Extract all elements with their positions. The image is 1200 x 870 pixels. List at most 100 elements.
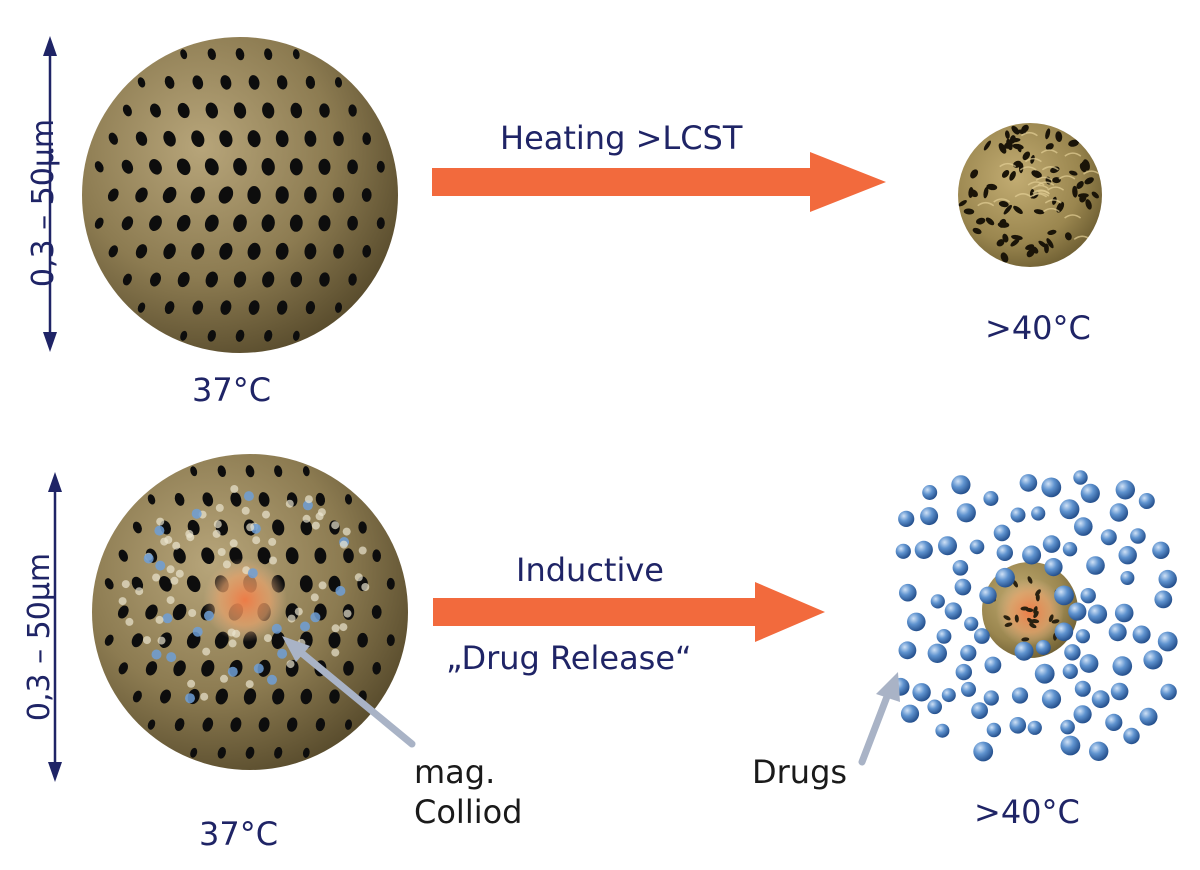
drug-particle	[151, 649, 162, 660]
drug-particle	[1031, 506, 1046, 521]
pore	[248, 300, 260, 315]
pore	[287, 717, 298, 732]
drug-particle	[1108, 623, 1127, 642]
drug-particle	[1080, 588, 1096, 604]
pore	[1045, 143, 1054, 151]
drug-particle	[1027, 720, 1042, 735]
temp-label-bottom-left: 37°C	[199, 815, 279, 853]
drug-particle	[930, 594, 945, 609]
pore	[275, 130, 289, 148]
colloid-particle	[118, 597, 127, 606]
pore	[163, 130, 176, 147]
pore	[230, 717, 242, 732]
pore	[983, 140, 992, 151]
temp-label-bottom-right: >40°C	[974, 793, 1080, 831]
drug-particle	[936, 629, 952, 644]
drug-particle	[1062, 542, 1078, 557]
pore	[164, 301, 175, 315]
surface-wrinkle	[993, 198, 1011, 203]
pore	[358, 521, 367, 534]
drug-particle	[1105, 713, 1123, 732]
pore	[215, 688, 228, 705]
pore	[207, 48, 216, 60]
pore	[328, 632, 341, 649]
pore	[343, 548, 354, 564]
pore	[121, 159, 134, 174]
drug-particle	[986, 722, 1002, 738]
pore	[217, 465, 226, 477]
pore	[190, 186, 205, 204]
colloid-particle	[170, 576, 179, 585]
colloid-particle	[200, 692, 209, 701]
surface-wrinkle	[1033, 190, 1051, 195]
surface-wrinkle	[999, 162, 1017, 168]
pore	[160, 689, 171, 704]
pore	[285, 547, 299, 565]
pore	[1012, 580, 1019, 588]
pore	[1021, 124, 1029, 133]
pore	[163, 243, 176, 260]
drug-particle	[1123, 727, 1140, 745]
drug-release-cluster	[891, 470, 1178, 762]
pore	[1084, 177, 1094, 185]
pore	[329, 689, 340, 704]
drug-particle	[1086, 556, 1105, 575]
drug-particle	[927, 643, 947, 663]
pore	[248, 75, 260, 90]
pore	[180, 49, 188, 60]
drug-particle	[951, 475, 971, 495]
pore	[277, 300, 288, 315]
surface-wrinkle	[977, 201, 995, 207]
pore	[304, 186, 317, 204]
colloid-particle	[156, 517, 165, 526]
surface-wrinkle	[1041, 166, 1059, 171]
drug-particle	[944, 602, 962, 620]
pore	[220, 300, 232, 315]
pore	[1079, 193, 1087, 203]
colloid-particle	[188, 609, 197, 617]
drug-particle	[1011, 687, 1029, 704]
pore	[1031, 619, 1040, 624]
pore	[176, 158, 191, 176]
drug-particle	[1139, 707, 1158, 726]
pore	[344, 719, 353, 730]
pore	[135, 244, 148, 259]
pore	[348, 273, 357, 286]
drug-particle	[243, 491, 254, 502]
pore	[299, 575, 313, 593]
pore	[107, 188, 119, 202]
pore	[192, 75, 204, 90]
pore	[247, 130, 261, 148]
pore	[332, 187, 345, 203]
pore	[1003, 615, 1011, 621]
pore	[315, 492, 326, 506]
drug-particle	[192, 626, 203, 637]
colloid-particle	[358, 546, 367, 555]
drug-particle	[1109, 503, 1129, 522]
pore	[172, 603, 187, 621]
pore	[302, 747, 310, 758]
size-label-bottom: 0,3 – 50µm	[22, 552, 57, 722]
drug-particle	[907, 612, 926, 632]
drug-particle	[1112, 656, 1133, 676]
pore	[1018, 162, 1024, 174]
drug-particle	[927, 699, 942, 715]
pore	[302, 466, 310, 477]
pore	[344, 494, 353, 505]
drug-particle	[983, 690, 999, 706]
pore	[376, 217, 385, 230]
pore	[174, 492, 185, 506]
colloid-particle	[241, 506, 250, 515]
pore	[1045, 128, 1051, 140]
colloid-particle	[220, 674, 228, 683]
pore	[972, 227, 982, 235]
drug-particle	[1044, 558, 1063, 577]
drug-particle	[1100, 529, 1117, 546]
pore	[1033, 606, 1038, 614]
pore	[272, 519, 285, 536]
drug-particle	[271, 623, 282, 634]
drug-particle	[1087, 604, 1108, 624]
colloid-particle	[172, 541, 181, 550]
pore	[192, 300, 204, 315]
surface-wrinkle	[1032, 192, 1050, 197]
